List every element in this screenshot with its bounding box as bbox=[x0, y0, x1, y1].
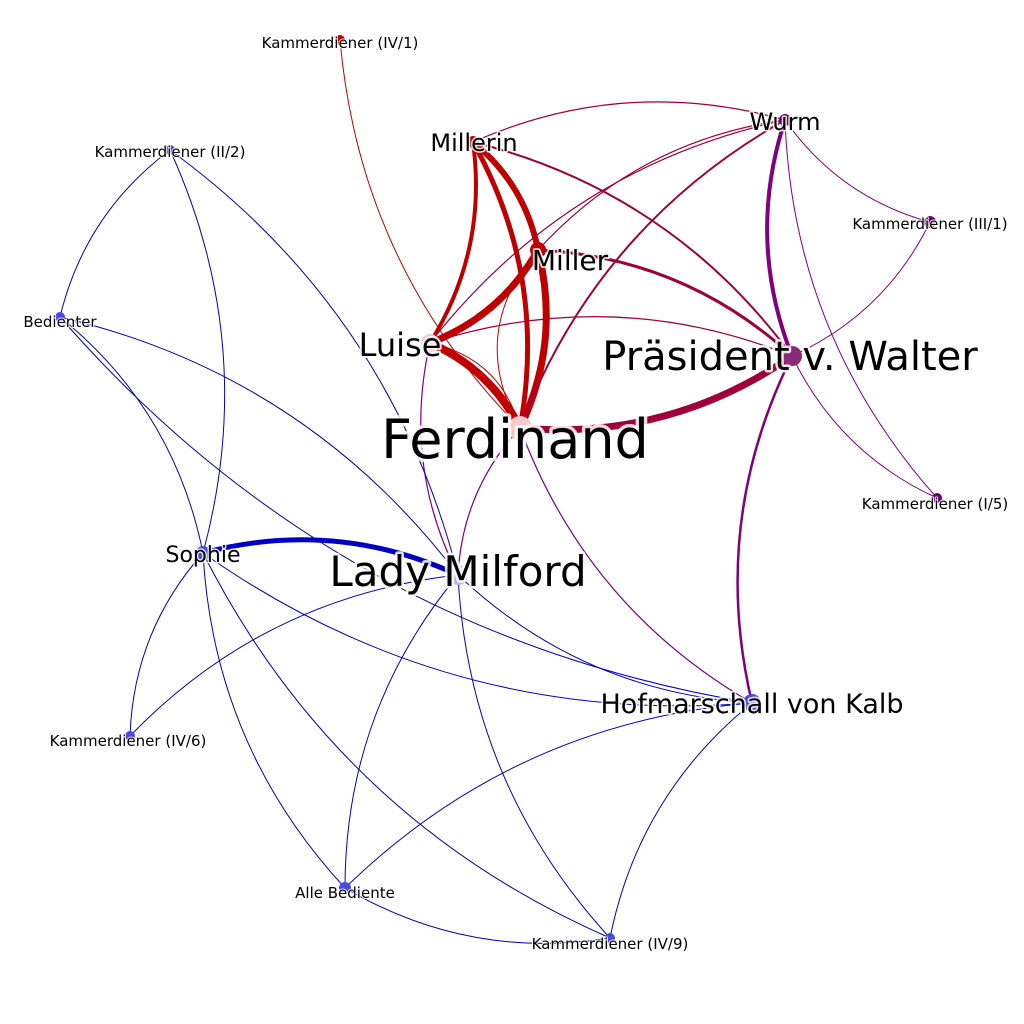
edge-lady-milford-kammerdiener-iv-6 bbox=[129, 574, 459, 737]
label-sophie: Sophie bbox=[166, 543, 241, 568]
label-kammerdiener-i-5: Kammerdiener (I/5) bbox=[862, 495, 1008, 513]
node-luise[interactable] bbox=[421, 334, 439, 352]
edge-luise-ferdinand bbox=[429, 342, 521, 429]
edge-miller-ferdinand bbox=[496, 249, 539, 429]
node-kammerdiener-iv-6[interactable] bbox=[125, 731, 135, 741]
label-layer: Kammerdiener (IV/1) Kammerdiener (II/2) Mi… bbox=[22, 33, 1009, 954]
edge-wurm-kammerdiener-i-5 bbox=[784, 119, 938, 499]
node-wurm[interactable] bbox=[779, 114, 791, 126]
edge-luise-miller bbox=[426, 246, 542, 347]
label-kammerdiener-ii-2: Kammerdiener (II/2) bbox=[95, 143, 246, 161]
edge-lady-milford-kammerdiener-ii-2 bbox=[169, 149, 459, 576]
node-alle-bediente[interactable] bbox=[339, 882, 351, 894]
edge-sophie-hofmarschall bbox=[202, 552, 753, 707]
node-hofmarschall[interactable] bbox=[743, 694, 761, 712]
edge-ferdinand-lady-milford bbox=[457, 427, 521, 576]
edge-wurm-millerin bbox=[472, 101, 786, 143]
edge-luise-lady-milford bbox=[420, 342, 459, 576]
edge-alle-bediente-kammerdiener-iv-9 bbox=[344, 887, 611, 944]
label-wurm: Wurm bbox=[750, 108, 821, 136]
label-kammerdiener-iii-1: Kammerdiener (III/1) bbox=[852, 215, 1007, 233]
label-bedienter: Bedienter bbox=[23, 313, 97, 331]
edge-lady-milford-kammerdiener-iv-9 bbox=[457, 574, 611, 939]
label-praesident: Präsident v. Walter bbox=[602, 334, 978, 380]
edge-hofmarschall-alle-bediente bbox=[344, 702, 753, 889]
edge-hofmarschall-kammerdiener-iv-9 bbox=[609, 702, 753, 939]
node-praesident[interactable] bbox=[782, 346, 802, 366]
edge-sophie-kammerdiener-iv-6 bbox=[129, 552, 204, 737]
node-sophie[interactable] bbox=[196, 546, 210, 560]
label-ferdinand: Ferdinand bbox=[381, 408, 649, 471]
edge-sophie-kammerdiener-ii-2 bbox=[169, 149, 226, 554]
node-lady-milford[interactable] bbox=[448, 565, 468, 585]
edge-ferdinand-praesident bbox=[516, 352, 796, 434]
edge-praesident-luise bbox=[429, 315, 793, 357]
edge-lady-milford-sophie bbox=[200, 537, 461, 578]
edge-wurm-praesident bbox=[765, 118, 794, 358]
edge-wurm-kammerdiener-iii-1 bbox=[784, 119, 931, 223]
edge-praesident-hofmarschall bbox=[736, 354, 794, 705]
edge-sophie-alle-bediente bbox=[202, 552, 346, 889]
edge-praesident-kammerdiener-i-5 bbox=[791, 355, 938, 499]
label-millerin: Millerin bbox=[430, 129, 517, 157]
node-kammerdiener-i-5[interactable] bbox=[932, 493, 942, 503]
label-kammerdiener-iv-1: Kammerdiener (IV/1) bbox=[262, 34, 419, 52]
node-kammerdiener-iii-1[interactable] bbox=[924, 216, 936, 228]
edge-ferdinand-hofmarschall bbox=[519, 427, 753, 704]
edge-lady-milford-hofmarschall bbox=[457, 574, 753, 704]
node-kammerdiener-iv-9[interactable] bbox=[605, 933, 615, 943]
node-layer bbox=[55, 35, 942, 943]
node-kammerdiener-ii-2[interactable] bbox=[165, 145, 175, 155]
edge-praesident-miller bbox=[536, 248, 794, 358]
edge-luise-millerin bbox=[428, 140, 478, 345]
edge-sophie-kammerdiener-iv-9 bbox=[202, 552, 611, 939]
edge-bedienter-hofmarschall bbox=[59, 316, 753, 704]
node-ferdinand[interactable] bbox=[508, 416, 532, 440]
edge-miller-millerin bbox=[470, 139, 541, 253]
edge-praesident-kammerdiener-iii-1 bbox=[791, 221, 931, 357]
node-miller[interactable] bbox=[530, 242, 546, 258]
edge-lady-milford-bedienter bbox=[59, 316, 459, 576]
edge-wurm-luise bbox=[429, 119, 786, 344]
edge-kammerdiener-iv-1-ferdinand bbox=[339, 39, 521, 429]
label-kammerdiener-iv-9: Kammerdiener (IV/9) bbox=[532, 935, 689, 953]
label-kammerdiener-iv-6: Kammerdiener (IV/6) bbox=[50, 732, 207, 750]
node-kammerdiener-iv-1[interactable] bbox=[335, 35, 345, 45]
node-bedienter[interactable] bbox=[55, 312, 65, 322]
label-alle-bediente: Alle Bediente bbox=[295, 884, 395, 902]
label-miller: Miller bbox=[532, 244, 609, 277]
edge-kammerdiener-ii-2-bedienter bbox=[59, 149, 171, 318]
label-lady-milford: Lady Milford bbox=[329, 547, 586, 596]
edge-sophie-bedienter bbox=[59, 316, 204, 554]
edge-ferdinand-millerin bbox=[470, 139, 531, 431]
edge-wurm-miller bbox=[537, 119, 786, 251]
label-hofmarschall: Hofmarschall von Kalb bbox=[600, 689, 903, 720]
label-luise: Luise bbox=[359, 326, 442, 364]
edge-wurm-ferdinand bbox=[519, 119, 786, 429]
edge-layer bbox=[59, 39, 938, 944]
node-millerin[interactable] bbox=[467, 136, 479, 148]
edge-lady-milford-alle-bediente bbox=[344, 574, 459, 889]
